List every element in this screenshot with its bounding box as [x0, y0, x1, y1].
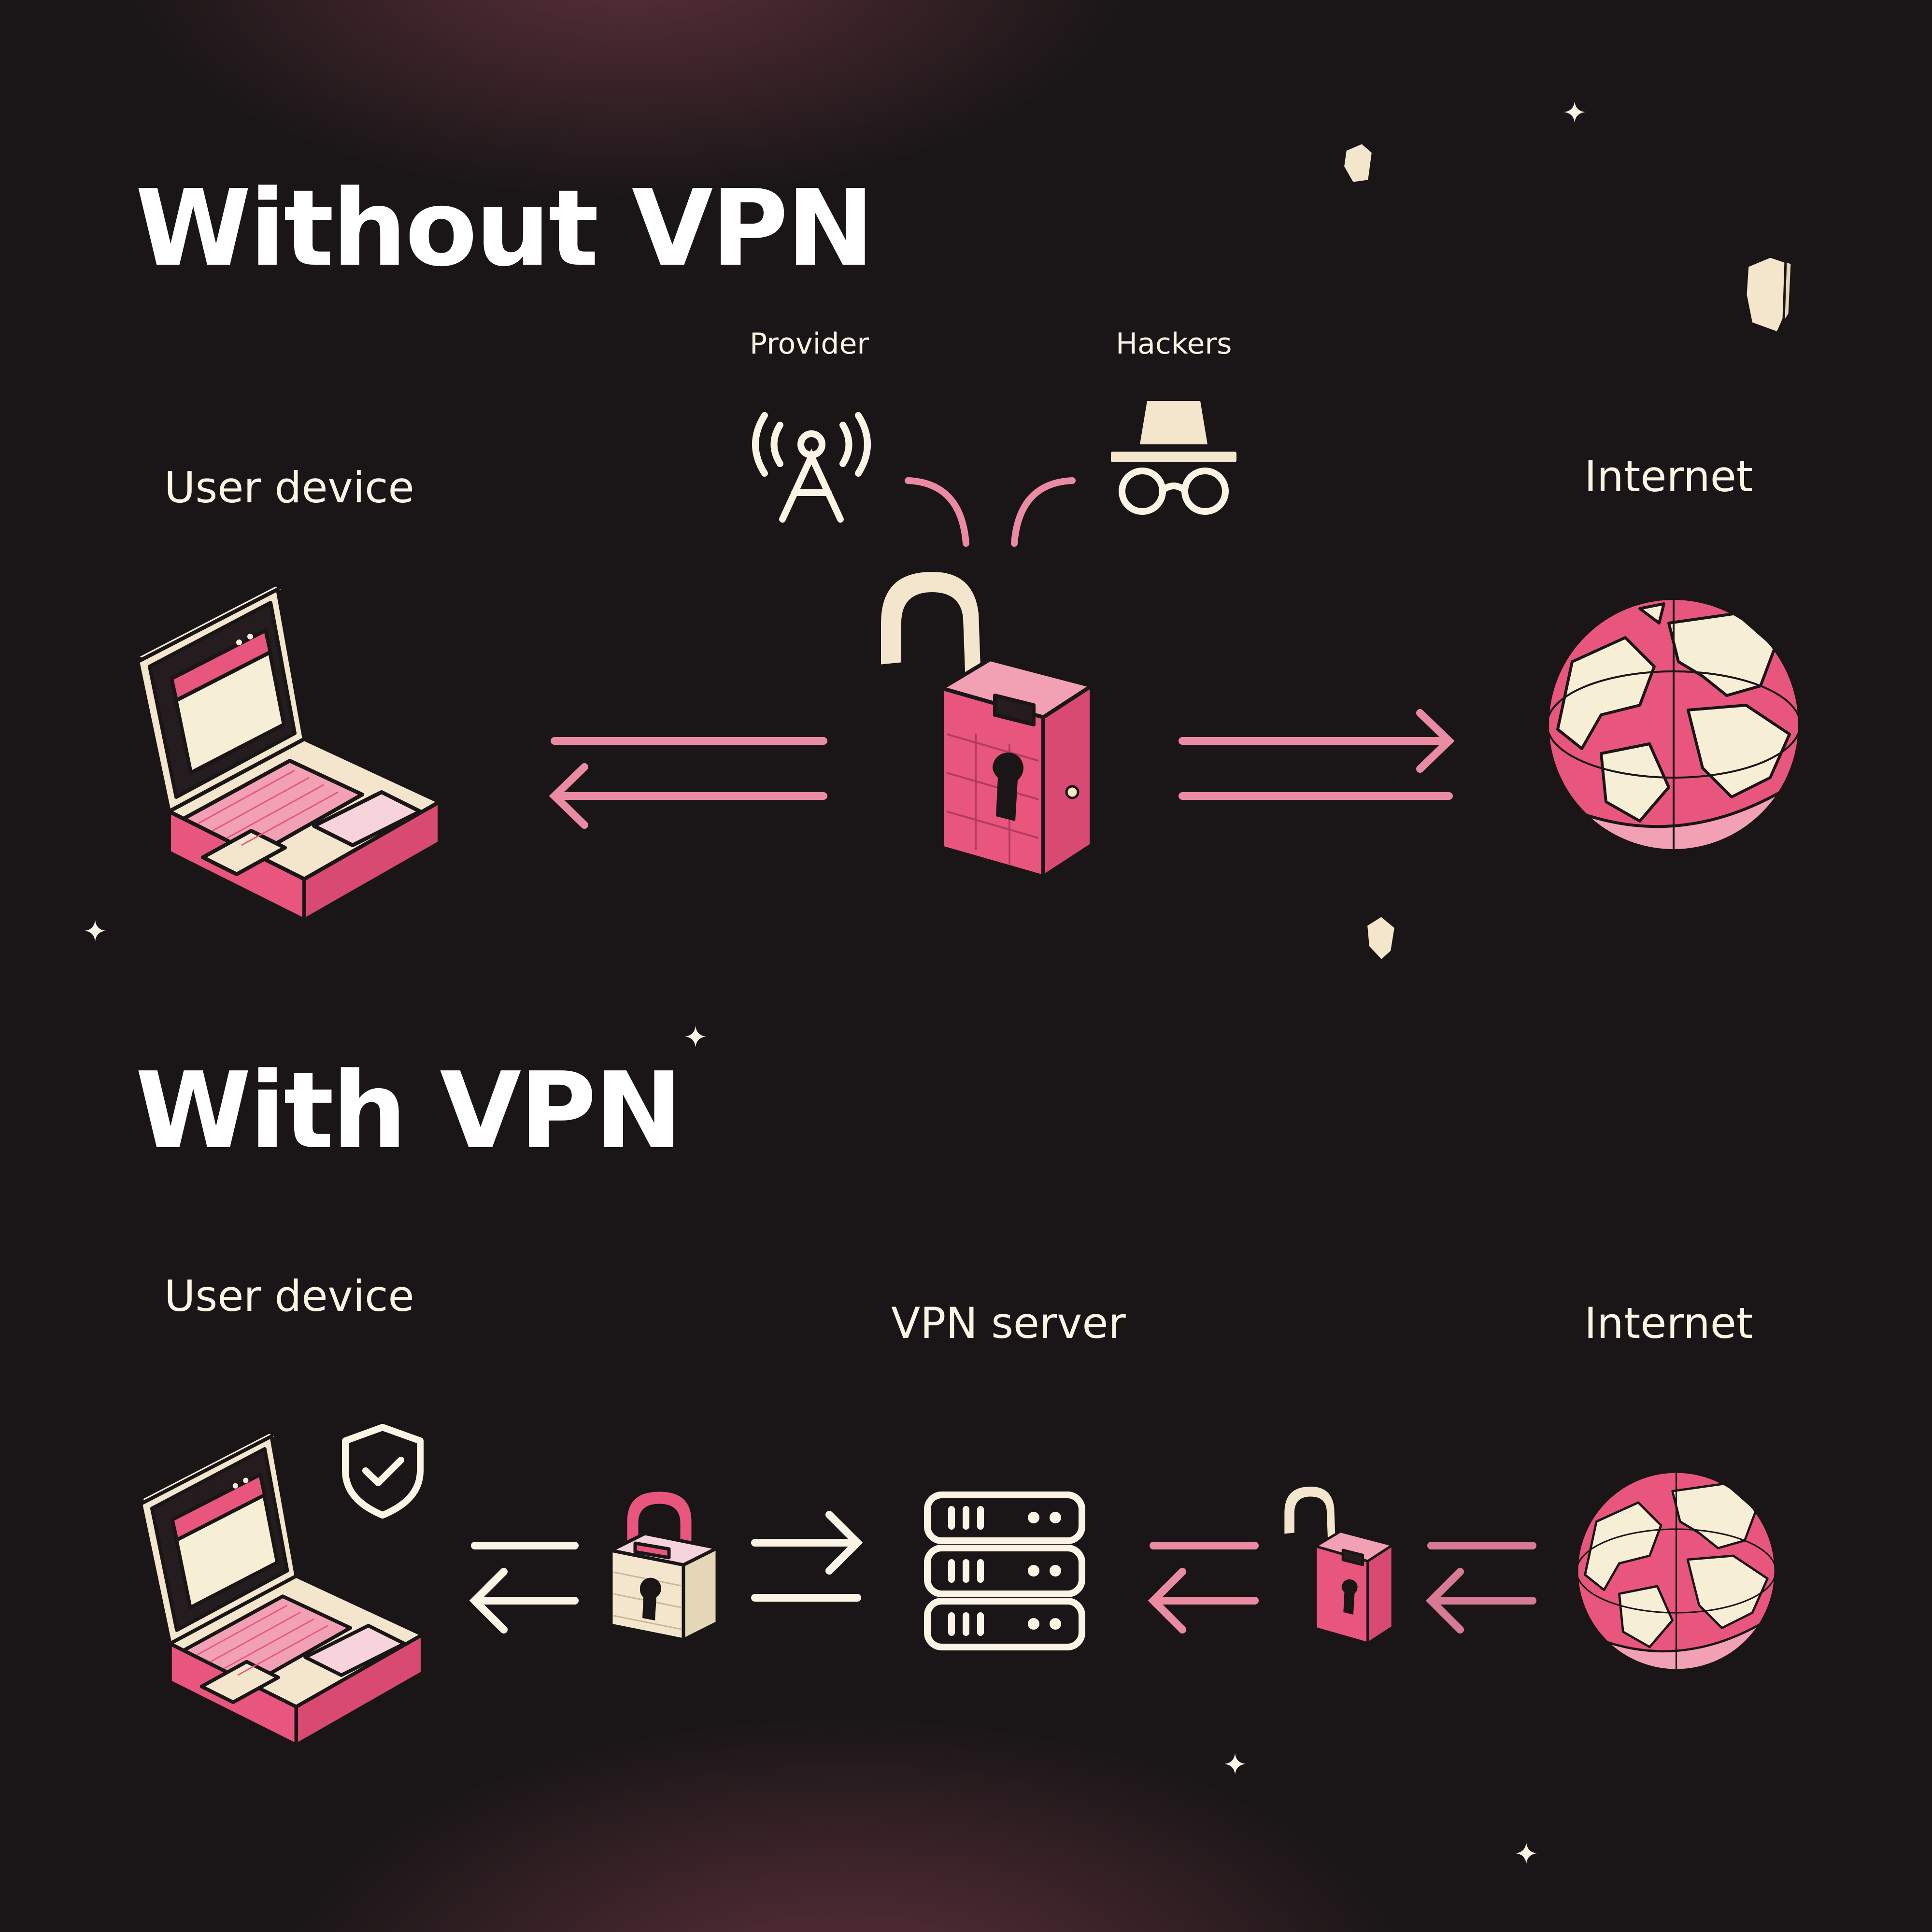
internet-label: Internet [1584, 1298, 1753, 1348]
arrow-icon [469, 1542, 579, 1634]
rock-icon [1364, 914, 1397, 963]
sparkle-icon [1516, 1843, 1537, 1864]
rock-icon [1341, 141, 1375, 185]
provider-label: Provider [750, 327, 869, 361]
globe-icon [1545, 596, 1802, 853]
server-icon [924, 1492, 1085, 1650]
antenna-icon [752, 412, 871, 523]
hackers-label: Hackers [1116, 327, 1232, 361]
closed-padlock-icon [609, 1488, 719, 1642]
open-padlock-icon [1282, 1484, 1394, 1645]
arrow-icon [1425, 1542, 1536, 1634]
laptop-icon [136, 1430, 425, 1747]
sparkle-icon [1564, 101, 1585, 123]
internet-label: Internet [1584, 452, 1753, 501]
sparkle-icon [685, 1026, 706, 1047]
vpn-server-label: VPN server [891, 1298, 1126, 1348]
user-device-label: User device [164, 463, 414, 512]
globe-icon [1575, 1470, 1777, 1672]
open-padlock-icon [877, 568, 1094, 879]
laptop-icon [133, 582, 441, 922]
user-device-label: User device [164, 1271, 414, 1321]
without-vpn-title: Without VPN [135, 168, 875, 290]
shield-check-icon [342, 1424, 424, 1519]
sparkle-icon [1224, 1753, 1246, 1775]
signal-arc [905, 477, 1076, 547]
arrow-icon [1148, 1542, 1259, 1634]
rock-icon [1743, 254, 1794, 335]
arrow-icon [549, 737, 827, 829]
arrow-icon [751, 1511, 863, 1602]
with-vpn-title: With VPN [135, 1050, 682, 1172]
arrow-icon [1179, 709, 1455, 800]
spy-icon [1111, 401, 1236, 515]
sparkle-icon [85, 920, 106, 941]
